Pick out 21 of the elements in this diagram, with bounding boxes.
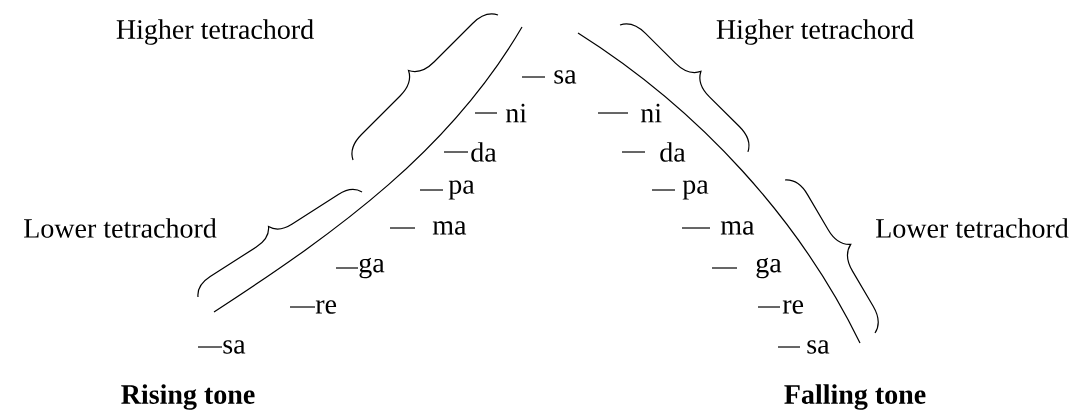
note-label: sa bbox=[554, 70, 577, 84]
caption-label: Rising tone bbox=[121, 384, 255, 410]
caption-label: Falling tone bbox=[784, 384, 926, 410]
note-label: ni bbox=[505, 103, 527, 123]
note-label: sa bbox=[807, 340, 830, 354]
note-label: ni bbox=[640, 103, 662, 123]
tetrachord-label: Lower tetrachord bbox=[876, 218, 1069, 238]
note-label: re bbox=[315, 300, 337, 314]
note-label: pa bbox=[682, 180, 709, 200]
note-label: ma bbox=[720, 221, 755, 235]
note-label: re bbox=[782, 300, 804, 314]
note-label: ga bbox=[756, 257, 782, 279]
note-label: ma bbox=[432, 221, 467, 235]
note-label: da bbox=[471, 142, 497, 162]
note-label: ga bbox=[359, 257, 385, 279]
note-label: pa bbox=[448, 180, 475, 200]
tetrachord-label: Higher tetrachord bbox=[116, 19, 314, 45]
tetrachord-label: Lower tetrachord bbox=[24, 218, 217, 238]
tetrachord-label: Higher tetrachord bbox=[716, 19, 914, 45]
note-label: sa bbox=[223, 340, 246, 354]
note-label: da bbox=[660, 142, 686, 162]
